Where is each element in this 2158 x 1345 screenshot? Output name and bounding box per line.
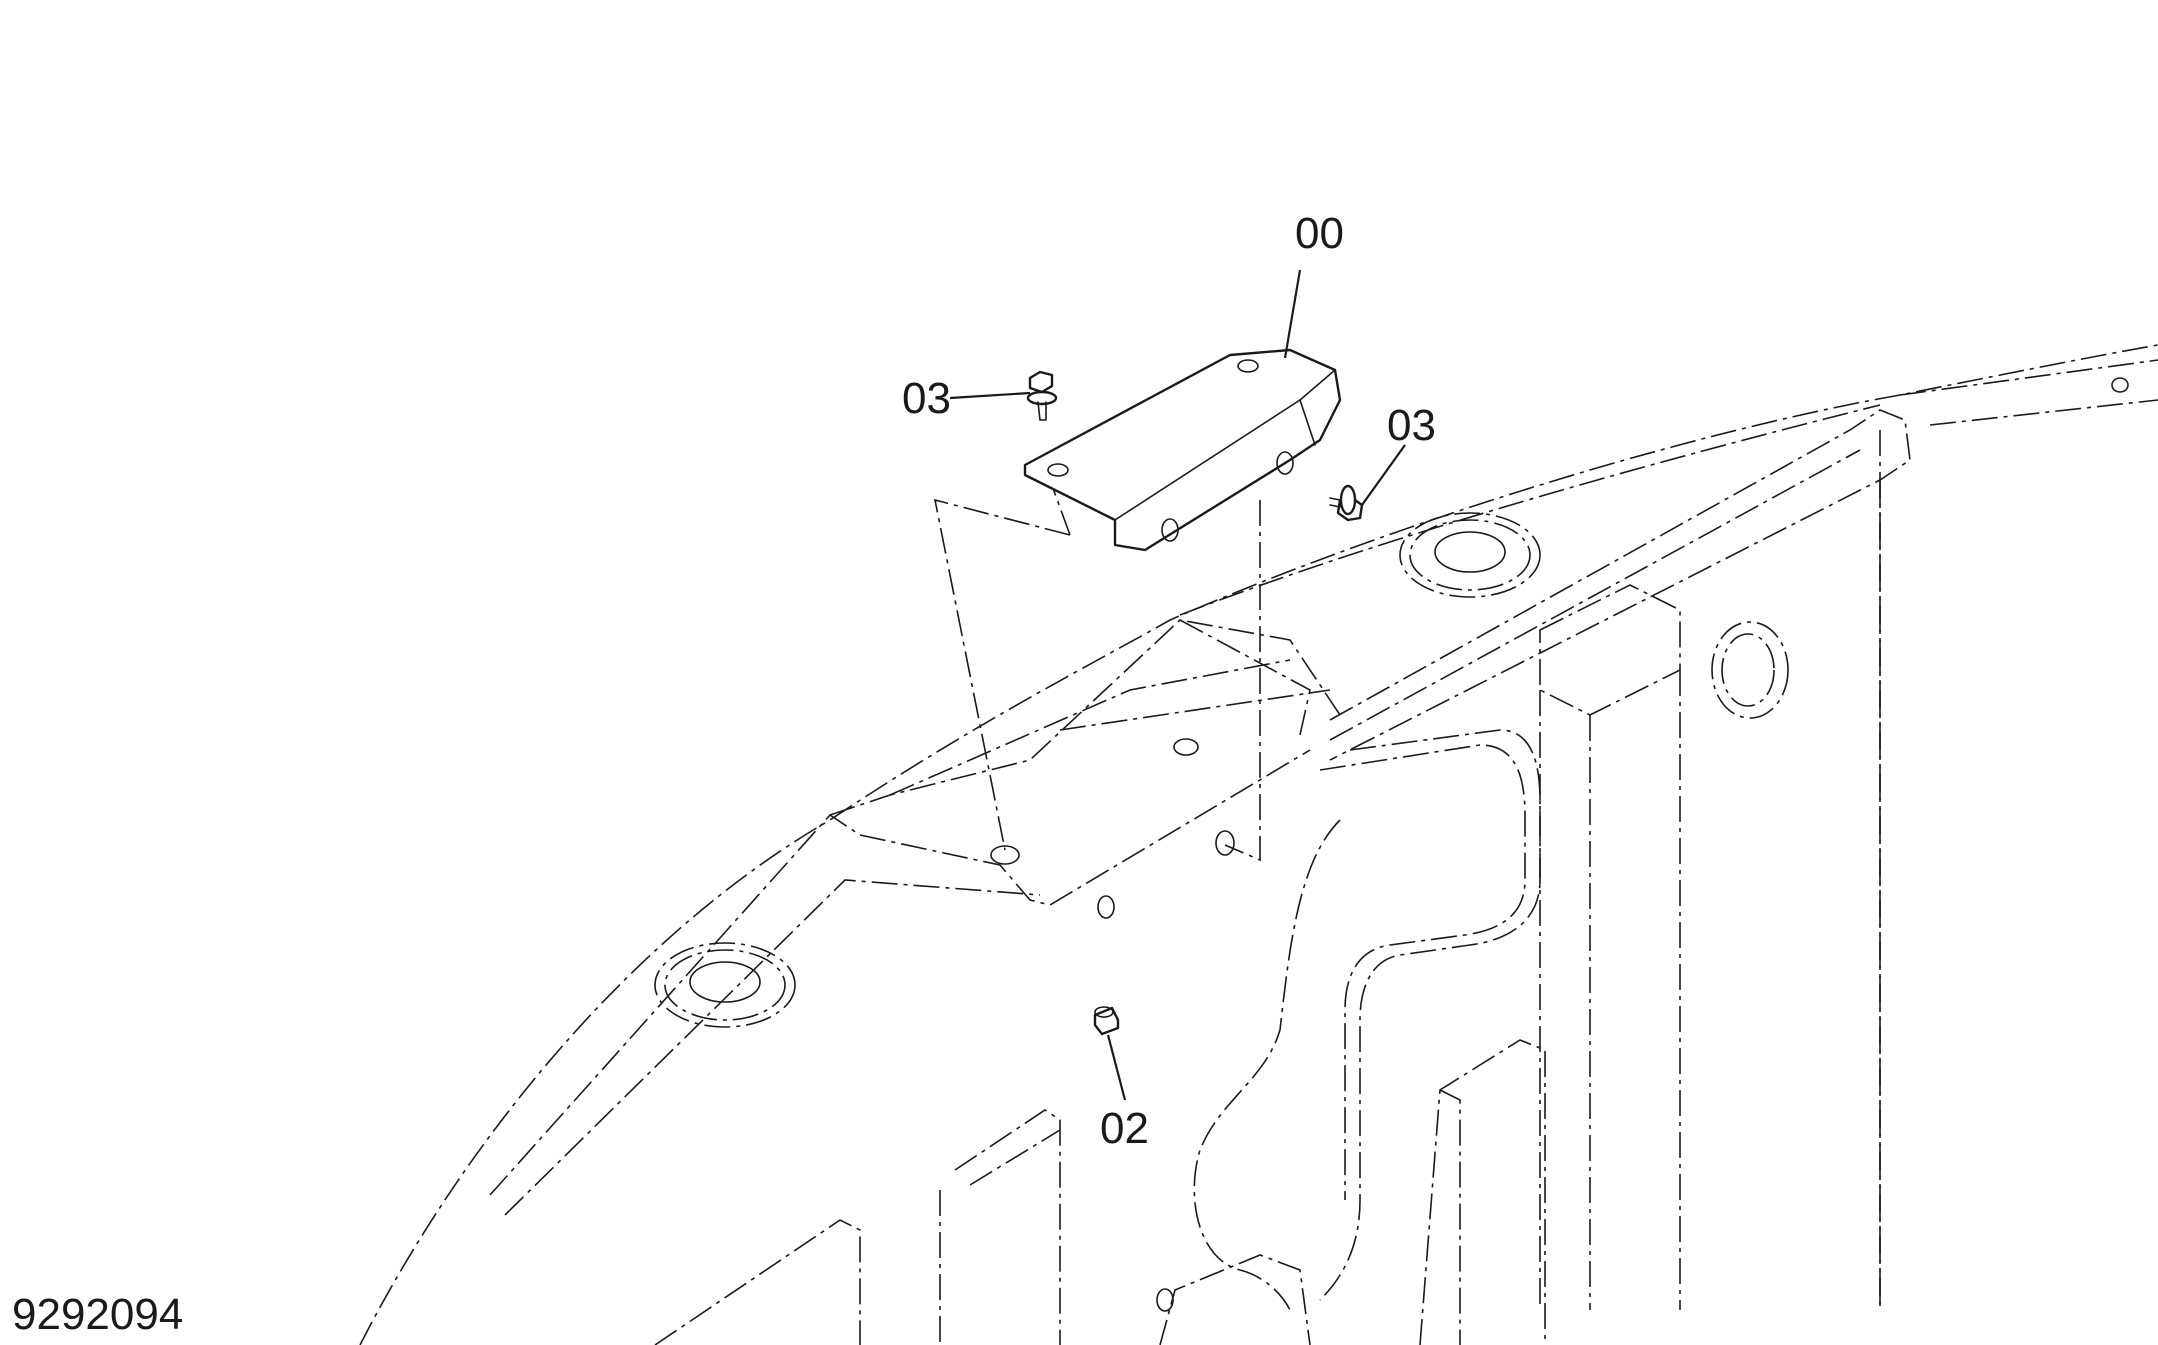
callout-bolt-top: 03 — [902, 374, 951, 423]
leader-lines — [949, 269, 1406, 1101]
bracket-part — [1023, 348, 1342, 552]
callout-bolt-right: 03 — [1387, 401, 1436, 450]
bolt-right — [1329, 484, 1364, 522]
drawing-number: 9292094 — [12, 1290, 184, 1339]
plug-part — [1093, 1006, 1120, 1036]
installation-lines — [933, 479, 1261, 862]
frame-outline — [359, 344, 2158, 1345]
callout-bracket: 00 — [1295, 209, 1344, 258]
bolt-top — [1026, 370, 1058, 421]
callout-plug: 02 — [1100, 1104, 1149, 1153]
